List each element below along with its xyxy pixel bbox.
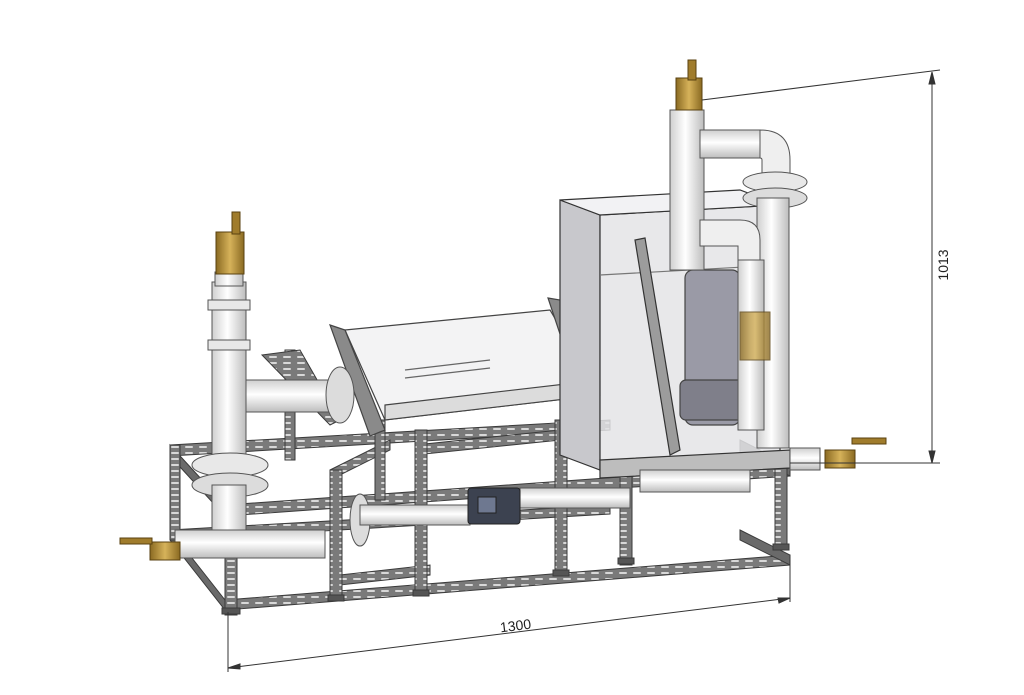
brass-valve-in-tank: [739, 311, 771, 361]
brass-valve-top-left: [215, 211, 245, 275]
left-vertical-pipe: [174, 271, 355, 559]
dimension-width-label: 1300: [499, 616, 532, 636]
brass-valve-bottom-left: [119, 537, 181, 561]
dimension-height-label: 1013: [935, 249, 951, 280]
dimension-width: [227, 560, 791, 672]
bottom-pipeline: [349, 447, 821, 547]
transparent-channel: [329, 297, 601, 437]
dimension-height: [701, 69, 941, 464]
brass-valve-top-right: [675, 59, 703, 111]
flow-meter: [467, 487, 521, 525]
